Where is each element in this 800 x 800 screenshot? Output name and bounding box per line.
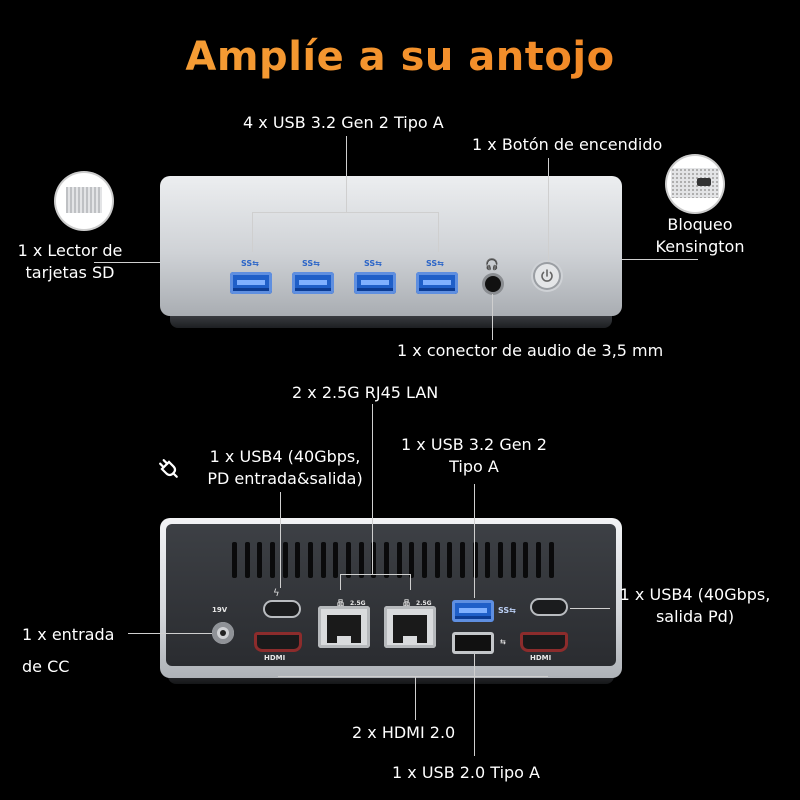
usb4-out-label: 1 x USB4 (40Gbps,salida Pd) <box>619 585 771 626</box>
callout-line <box>252 212 438 213</box>
headphone-icon: 🎧 <box>485 258 499 271</box>
dc-jack <box>212 622 234 644</box>
callout-line <box>415 676 416 720</box>
rj45-port <box>384 606 436 648</box>
page-title: Amplíe a su antojo <box>0 34 800 80</box>
usb-c-port <box>265 602 299 616</box>
ss-mark: SS⇆ <box>498 606 516 615</box>
ss-mark: SS⇆ <box>364 259 382 268</box>
callout-line <box>340 574 341 590</box>
callout-line <box>372 404 373 574</box>
callout-line <box>474 654 475 756</box>
callout-line <box>340 574 410 575</box>
power-plug-icon <box>156 456 182 486</box>
usb-a-port <box>292 272 334 294</box>
ss-mark: SS⇆ <box>241 259 259 268</box>
hdmi-mark: HDMI <box>264 654 286 662</box>
callout-line <box>410 574 411 590</box>
hdmi-label: 2 x HDMI 2.0 <box>352 723 456 742</box>
network-icon: 品 <box>403 599 410 607</box>
dc-in-label-line1: 1 x entrada <box>22 625 115 644</box>
callout-line <box>438 212 439 252</box>
lan-speed-mark: 2.5G <box>350 600 366 607</box>
callout-line <box>548 158 549 262</box>
power-icon <box>541 269 553 282</box>
dc-voltage-mark: 19V <box>212 606 228 614</box>
hdmi-port <box>254 632 302 652</box>
audio-jack <box>485 276 501 292</box>
top-device-front <box>160 176 622 316</box>
callout-line <box>622 259 698 260</box>
vent-grille <box>232 542 554 582</box>
callout-line <box>570 608 610 609</box>
callout-line <box>346 136 347 212</box>
kensington-thumbnail <box>667 156 723 212</box>
usb-c-port <box>532 600 566 614</box>
usb20-label: 1 x USB 2.0 Tipo A <box>392 763 540 782</box>
usb-a-port <box>230 272 272 294</box>
audio-label: 1 x conector de audio de 3,5 mm <box>397 341 664 360</box>
power-button-label: 1 x Botón de encendido <box>472 135 663 154</box>
callout-line <box>492 294 493 340</box>
callout-line <box>280 492 281 588</box>
usb4-in-label: 1 x USB4 (40Gbps,PD entrada&salida) <box>207 447 363 488</box>
callout-line <box>474 484 475 598</box>
callout-line <box>252 212 253 252</box>
usb-icon: ⇆ <box>500 638 506 646</box>
sd-reader-thumbnail <box>56 173 112 229</box>
lan-speed-mark: 2.5G <box>416 600 432 607</box>
usb-a-port <box>452 600 494 622</box>
usb-a-port <box>354 272 396 294</box>
power-button[interactable] <box>535 264 559 288</box>
lan-label: 2 x 2.5G RJ45 LAN <box>292 383 439 402</box>
network-icon: 品 <box>337 599 344 607</box>
hdmi-mark: HDMI <box>530 654 552 662</box>
usb-a-port <box>416 272 458 294</box>
dc-in-label-line2: de CC <box>22 657 70 676</box>
rj45-port <box>318 606 370 648</box>
callout-line <box>128 633 212 634</box>
callout-line <box>94 262 160 263</box>
ss-mark: SS⇆ <box>426 259 444 268</box>
usb-a-port <box>452 632 494 654</box>
hdmi-port <box>520 632 568 652</box>
thunderbolt-icon: ϟ <box>273 588 280 599</box>
ss-mark: SS⇆ <box>302 259 320 268</box>
callout-line <box>278 676 548 677</box>
usb-ports-label: 4 x USB 3.2 Gen 2 Tipo A <box>243 113 444 132</box>
